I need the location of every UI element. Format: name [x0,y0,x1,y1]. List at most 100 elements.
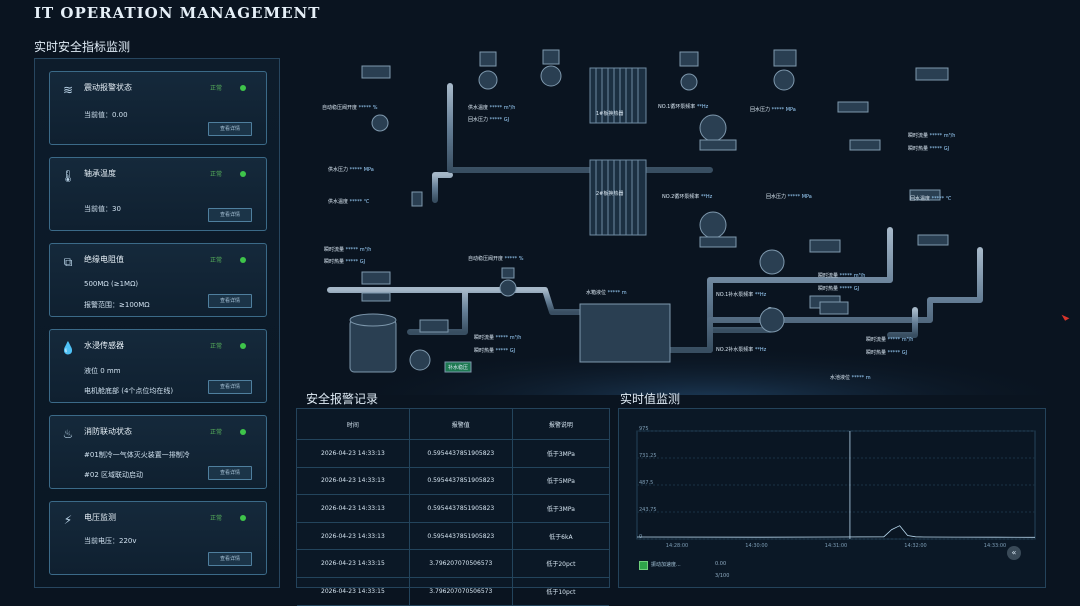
diagram-label: 瞬时流量 ***** m³/h [908,133,956,139]
diagram-label: 自动稳压阀开度 ***** % [322,105,378,111]
card-value: 当前值：30 [84,205,121,213]
app-title: IT OPERATION MANAGEMENT [34,4,321,22]
diagram-label: 水箱液位 ***** m [586,290,627,296]
legend-value: 3/100 [715,573,730,579]
card-bearing-temp: 🌡 轴承温度 正常 当前值：30 查看详情 [49,157,267,231]
details-button[interactable]: 查看详情 [208,380,252,394]
resistor-icon: ⧉ [63,255,73,269]
card-value: 500MΩ (≥1MΩ) [84,280,139,288]
valve [478,51,498,90]
diagram-label: 回水压力 ***** MPa [750,107,796,113]
cell-desc: 低于6kA [512,522,609,551]
column-header: 报警说明 [512,409,609,440]
monitor-title: 实时安全指标监测 [34,40,131,54]
indicator-panel: ≋ 震动报警状态 正常 当前值：0.00 查看详情 🌡 轴承温度 正常 当前值：… [34,58,280,588]
cursor-icon [1061,312,1070,321]
thermometer-icon: 🌡 [60,169,76,183]
card-title: 绝缘电阻值 [84,255,124,264]
water-drop-icon: 💧 [60,341,76,355]
card-title: 水浸传感器 [84,341,124,350]
details-button[interactable]: 查看详情 [208,552,252,566]
status-badge: 正常 [209,429,222,436]
diagram-label: NO.2补水泵频率 **Hz [716,347,767,353]
diagram-label: 1#板换热器 [596,111,624,117]
y-tick-label: 243.75 [639,507,657,513]
details-button[interactable]: 查看详情 [208,294,252,308]
x-tick-label: 14:30:00 [745,543,767,549]
status-badge: 正常 [209,343,222,350]
card-value: 当前电压：220v [84,537,137,545]
flow-meter [361,65,391,79]
status-dot [240,429,246,435]
makeup-pump-1 [759,239,841,275]
heat-exchanger-1 [589,67,647,124]
cell-value: 0.5954437851905823 [409,439,513,468]
diagram-label: 瞬时热量 ***** GJ [908,146,950,152]
cell-value: 0.5954437851905823 [409,467,513,496]
flow-meter [819,301,849,315]
valve [411,191,423,207]
diagram-label: 补水稳压 [448,365,469,371]
status-badge: 正常 [209,257,222,264]
flow-meter [773,49,797,91]
heat-exchanger-2 [589,159,647,236]
diagram-label: 瞬时热量 ***** GJ [818,286,860,292]
status-dot [240,257,246,263]
diagram-label: 回水温度 ***** ℃ [910,196,952,202]
card-value: #01制冷一气体灭火装置一排制冷 [84,451,190,459]
legend-checkbox[interactable] [639,561,648,570]
legend-label: 振动加速度... [651,562,681,568]
column-header: 报警值 [409,409,513,440]
diagram-label: 自动稳压阀开度 ***** % [468,256,524,262]
collapse-icon[interactable]: « [1007,546,1021,560]
card-value: 液位 0 mm [84,367,121,375]
details-button[interactable]: 查看详情 [208,208,252,222]
diagram-label: 瞬时流量 ***** m³/h [474,335,522,341]
card-range: 报警范围：≥100MΩ [84,301,150,309]
status-badge: 正常 [209,515,222,522]
card-insulation: ⧉ 绝缘电阻值 正常 500MΩ (≥1MΩ) 报警范围：≥100MΩ 查看详情 [49,243,267,317]
cell-desc: 低于20pct [512,549,609,578]
alarm-title: 安全报警记录 [306,392,379,406]
cell-desc: 低于5MPa [512,467,609,496]
flow-meter [361,271,391,302]
valve [499,267,517,297]
cell-value: 0.5954437851905823 [409,494,513,523]
cell-time: 2026-04-23 14:33:15 [297,577,410,606]
diagram-label: 瞬时流量 ***** m³/h [324,247,372,253]
details-button[interactable]: 查看详情 [208,122,252,136]
diagram-label: 瞬时流量 ***** m³/h [818,273,866,279]
legend-value: 0.00 [715,561,727,567]
circulation-pump-2 [699,211,737,248]
status-dot [240,343,246,349]
details-button[interactable]: 查看详情 [208,466,252,480]
card-fire-linkage: ♨ 消防联动状态 正常 #01制冷一气体灭火装置一排制冷 #02 区域联动启动 … [49,415,267,489]
card-voltage: ⚡ 电压监测 正常 当前电压：220v 查看详情 [49,501,267,575]
cell-value: 3.796207070506573 [409,577,513,606]
status-badge: 正常 [209,171,222,178]
card-water-sensor: 💧 水浸传感器 正常 液位 0 mm 电机舱底部 (4个点位均在线) 查看详情 [49,329,267,403]
valve [540,49,562,87]
piping-diagram: 自动稳压阀开度 ***** % 供水温度 ***** m³/h 回水压力 ***… [290,40,1080,455]
cell-desc: 低于3MPa [512,439,609,468]
diagram-label: 瞬时流量 ***** m³/h [866,337,914,343]
status-dot [240,515,246,521]
column-header: 时间 [297,409,410,440]
cell-value: 0.5954437851905823 [409,522,513,551]
diagram-label: 供水温度 ***** ℃ [328,199,370,205]
table-header: 时间 报警值 报警说明 [297,409,609,440]
diagram-label: 2#板换热器 [596,191,624,197]
makeup-pump [409,349,472,373]
storage-tank [349,313,397,373]
vibration-icon: ≋ [62,83,74,97]
